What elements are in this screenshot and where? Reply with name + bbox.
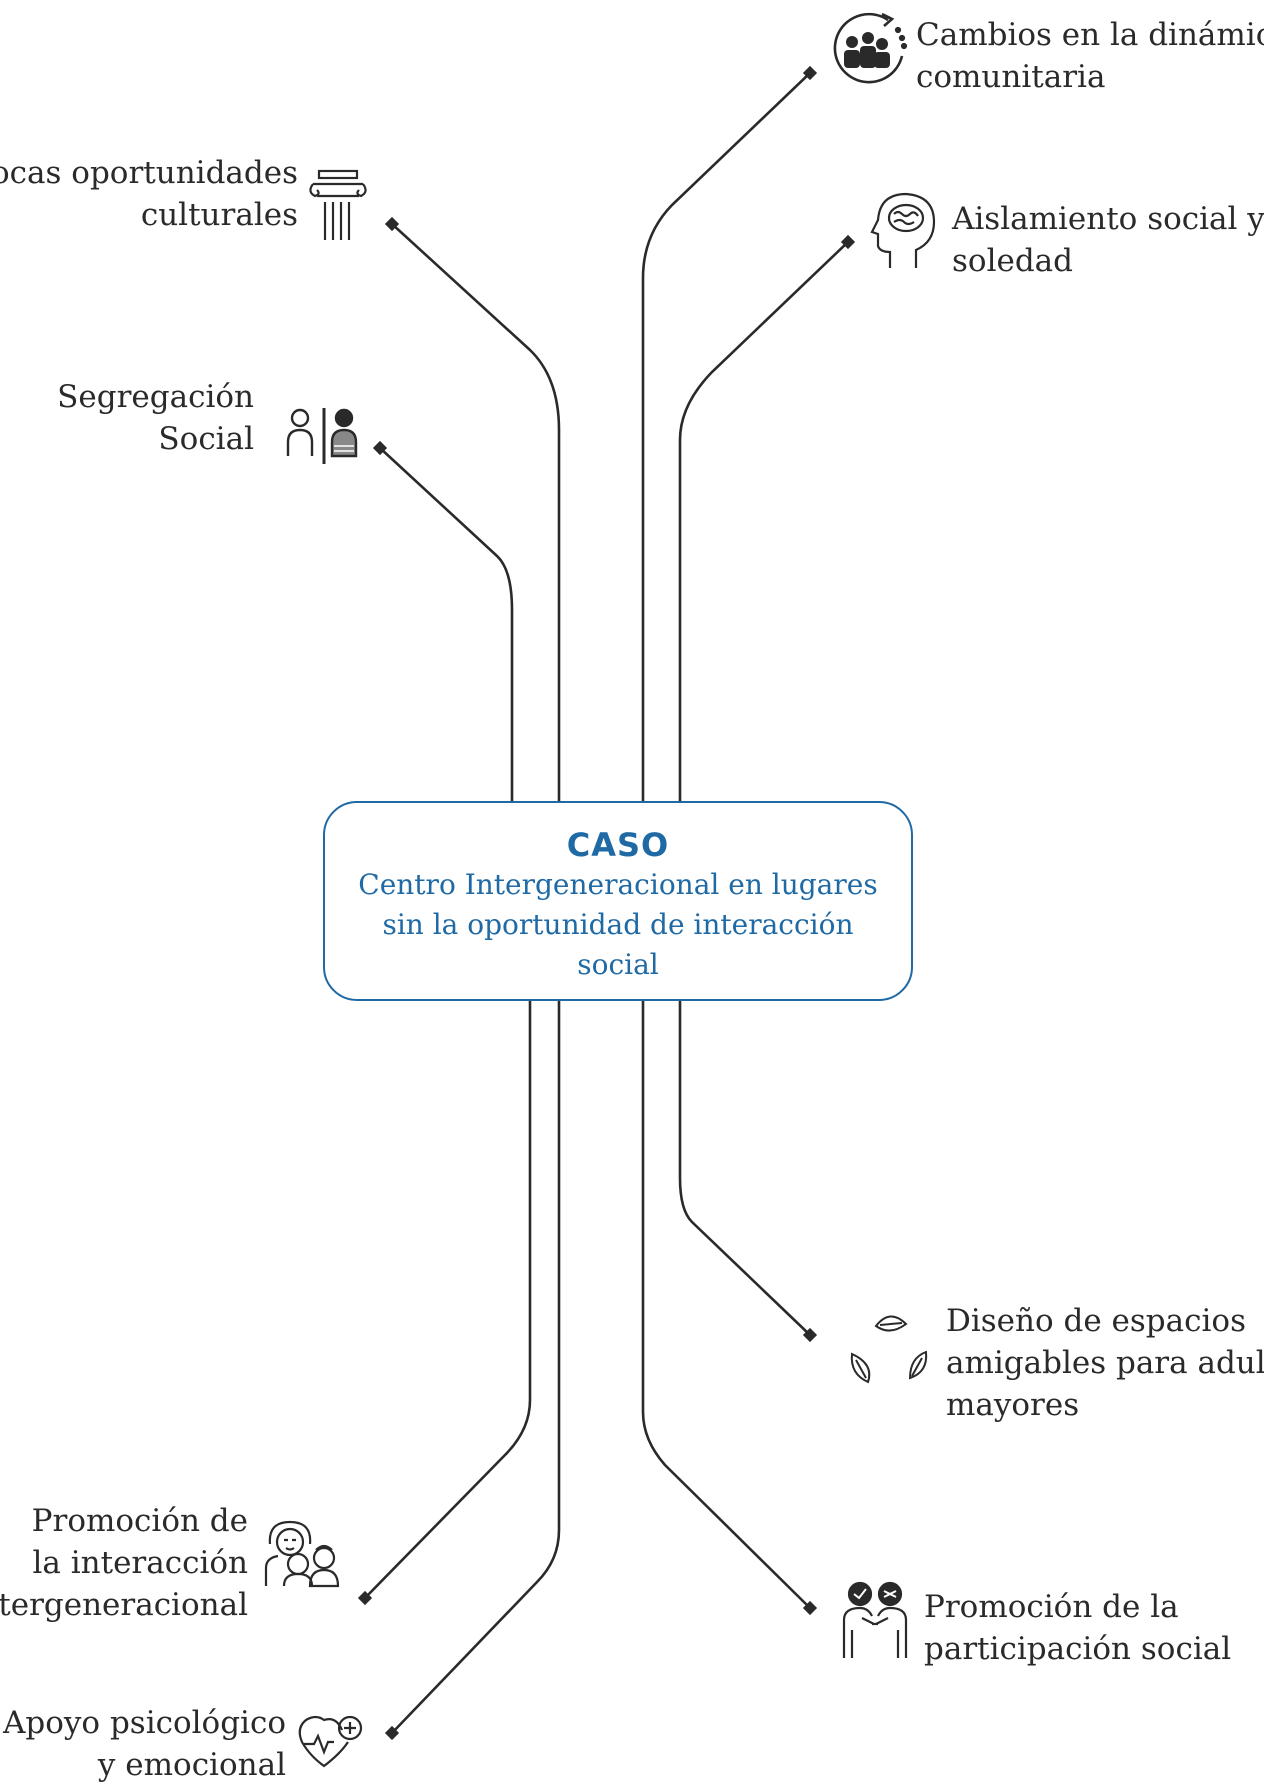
heart-plus-icon bbox=[296, 1712, 366, 1770]
endpoint-marker bbox=[802, 1327, 818, 1343]
label-segregation: Segregación Social bbox=[57, 376, 254, 460]
head-brain-icon bbox=[868, 190, 938, 272]
case-title: CASO bbox=[566, 826, 670, 864]
endpoint-marker bbox=[384, 216, 400, 232]
connector-cultural bbox=[390, 222, 561, 803]
segregation-icon bbox=[286, 406, 362, 466]
people-talking-icon bbox=[832, 1580, 918, 1660]
label-cultural: Pocas oportunidades culturales bbox=[0, 152, 298, 236]
case-description-line: social bbox=[577, 948, 659, 981]
label-community: Cambios en la dinámica comunitaria bbox=[916, 14, 1264, 98]
case-description: Centro Intergeneracional en lugares sin … bbox=[325, 865, 911, 985]
endpoint-marker bbox=[840, 234, 856, 250]
connector-participation bbox=[641, 999, 812, 1610]
label-line: y emocional bbox=[97, 1747, 286, 1783]
endpoint-marker bbox=[384, 1725, 400, 1741]
label-line: participación social bbox=[924, 1631, 1232, 1667]
label-line: comunitaria bbox=[916, 59, 1106, 95]
label-line: Pocas oportunidades bbox=[0, 155, 298, 191]
connector-spaces bbox=[678, 999, 812, 1337]
endpoint-marker bbox=[802, 1600, 818, 1616]
label-line: Diseño de espacios bbox=[946, 1303, 1246, 1339]
connector-support bbox=[390, 999, 561, 1735]
label-line: Apoyo psicológico bbox=[3, 1705, 286, 1741]
case-box: CASO Centro Intergeneracional en lugares… bbox=[323, 801, 913, 1001]
label-line: Cambios en la dinámica bbox=[916, 17, 1264, 53]
connector-segregation bbox=[378, 446, 514, 803]
label-isolation: Aislamiento social y soledad bbox=[952, 198, 1264, 282]
label-line: Aislamiento social y bbox=[952, 201, 1264, 237]
leaves-icon bbox=[848, 1306, 930, 1388]
connector-community bbox=[641, 71, 812, 803]
label-participation: Promoción de la participación social bbox=[924, 1586, 1231, 1670]
label-line: intergeneracional bbox=[0, 1587, 248, 1623]
label-line: la interacción bbox=[32, 1545, 248, 1581]
connector-isolation bbox=[678, 240, 850, 803]
community-change-icon bbox=[826, 8, 908, 90]
family-icon bbox=[262, 1518, 344, 1590]
label-line: Social bbox=[158, 421, 254, 457]
endpoint-marker bbox=[802, 65, 818, 81]
label-line: Promoción de la bbox=[924, 1589, 1179, 1625]
label-line: Segregación bbox=[57, 379, 254, 415]
case-description-line: sin la oportunidad de interacción bbox=[382, 908, 854, 941]
connector-intergenerational bbox=[363, 999, 532, 1600]
column-icon bbox=[305, 168, 371, 244]
endpoint-marker bbox=[372, 440, 388, 456]
label-line: soledad bbox=[952, 243, 1074, 279]
endpoint-marker bbox=[357, 1590, 373, 1606]
label-line: amigables para adultos bbox=[946, 1345, 1264, 1381]
case-description-line: Centro Intergeneracional en lugares bbox=[358, 868, 878, 901]
label-line: mayores bbox=[946, 1387, 1080, 1423]
label-support: Apoyo psicológico y emocional bbox=[3, 1702, 286, 1786]
label-line: Promoción de bbox=[31, 1503, 248, 1539]
label-line: culturales bbox=[140, 197, 298, 233]
label-intergenerational: Promoción de la interacción intergenerac… bbox=[0, 1500, 248, 1626]
label-spaces: Diseño de espacios amigables para adulto… bbox=[946, 1300, 1264, 1426]
